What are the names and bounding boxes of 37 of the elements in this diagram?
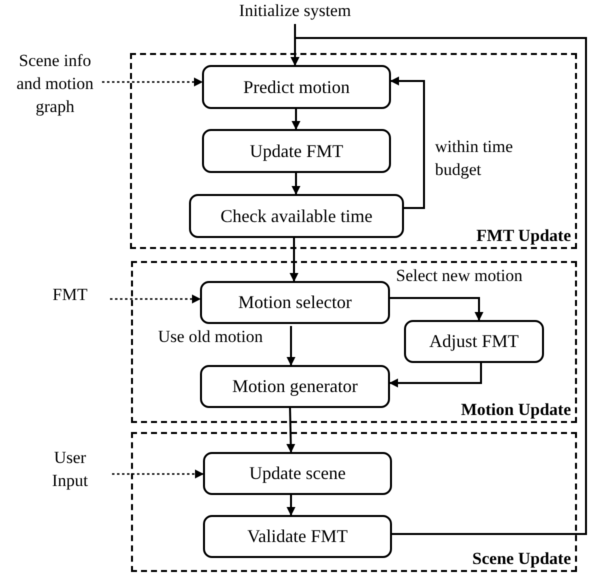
group-title: FMT Update	[476, 226, 571, 246]
arrow	[290, 238, 298, 282]
dotted-arrow	[102, 78, 203, 86]
input-label: Scene info and motion graph	[8, 50, 102, 122]
step-label: Update FMT	[250, 140, 344, 162]
step-label: Adjust FMT	[429, 331, 519, 352]
process-box	[404, 320, 544, 363]
step-label: Motion selector	[238, 292, 352, 313]
arrow	[390, 297, 484, 321]
input-label: User Input	[40, 447, 100, 495]
step-label: Update scene	[249, 463, 346, 484]
arrow	[286, 408, 296, 453]
input-label: Initialize system	[220, 0, 370, 22]
arrow	[292, 109, 300, 130]
dashed-group-frame	[131, 432, 577, 572]
process-box	[200, 365, 390, 408]
arrow	[390, 76, 425, 209]
step-label: Check available time	[220, 206, 372, 226]
process-box	[202, 65, 391, 109]
group-title: Motion Update	[460, 400, 571, 420]
process-box	[189, 194, 404, 238]
arrow	[292, 173, 300, 195]
process-box	[200, 281, 390, 324]
process-box	[203, 515, 392, 558]
group-title: Scene Update	[472, 549, 571, 569]
step-label: Motion generator	[232, 376, 358, 397]
process-box	[202, 129, 391, 173]
step-label: Predict motion	[243, 76, 350, 98]
step-label: Validate FMT	[247, 526, 348, 547]
process-box	[203, 452, 392, 495]
arrow	[389, 363, 482, 388]
dotted-arrow	[110, 294, 201, 304]
dotted-arrow	[112, 470, 204, 478]
arrow	[286, 495, 296, 516]
input-label: FMT	[40, 284, 100, 308]
arrow	[290, 37, 587, 535]
arrow	[286, 326, 296, 366]
